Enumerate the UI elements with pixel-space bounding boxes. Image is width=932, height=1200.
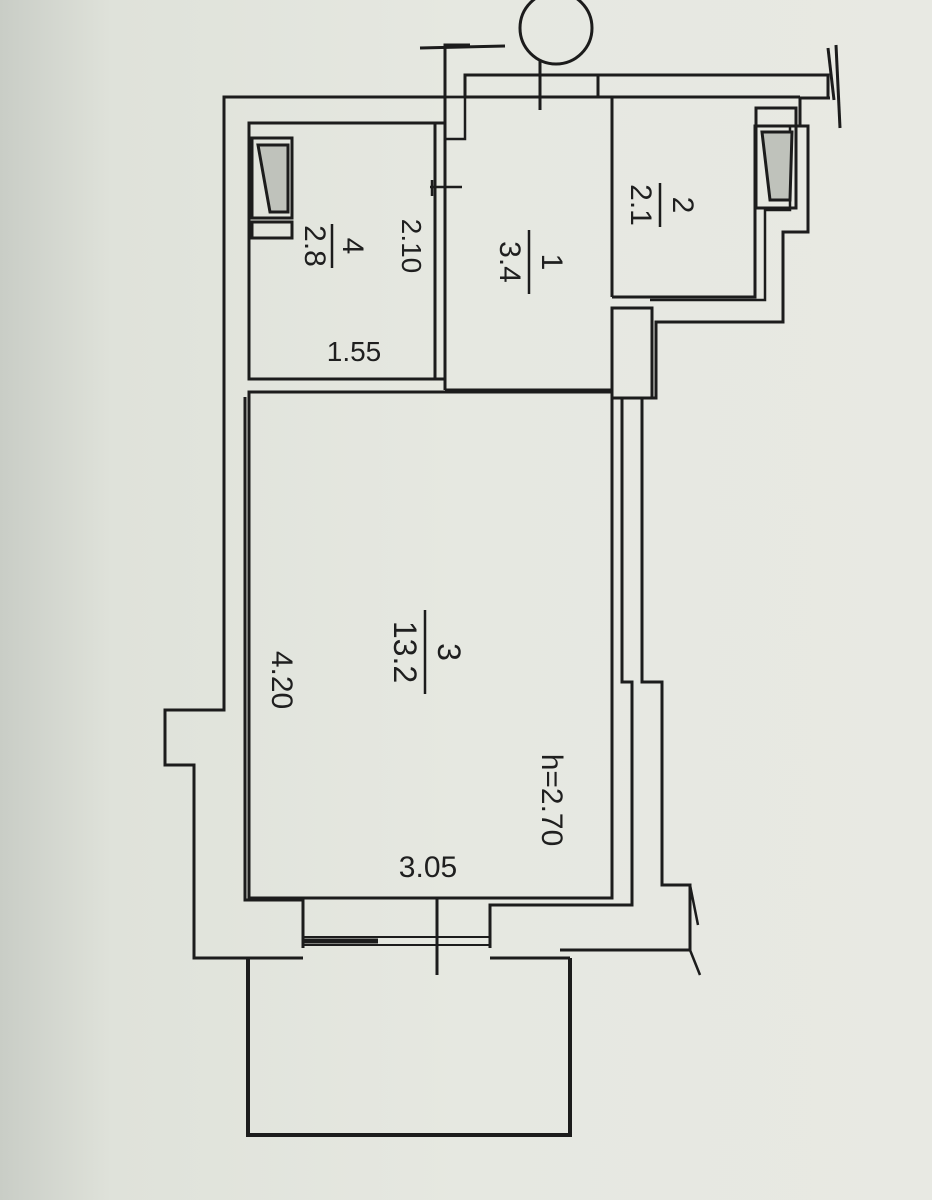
room-width-label: 3.05 — [399, 851, 457, 884]
room-4-area: 2.8 — [298, 225, 331, 267]
corridor-wall — [419, 43, 842, 129]
room-4-label: 4 2.8 — [298, 224, 369, 268]
window-icon — [250, 106, 798, 240]
room-2-number: 2 — [666, 197, 699, 214]
room-length-label: 4.20 — [265, 651, 298, 709]
bath-door-mark — [430, 95, 467, 196]
room-2-area: 2.1 — [624, 184, 657, 226]
outer-wall — [163, 95, 830, 960]
room-3-area: 13.2 — [387, 621, 423, 683]
balcony — [246, 956, 572, 1137]
room-4-outline — [247, 97, 447, 390]
room-1-number: 1 — [535, 254, 568, 271]
room-3-outline — [247, 390, 614, 900]
room-3-label: 3 13.2 — [387, 610, 467, 694]
hall-jamb — [610, 306, 654, 400]
shaft-walls — [650, 126, 792, 976]
room-4-number: 4 — [336, 238, 369, 255]
axis-circle-icon — [518, 0, 594, 66]
ceiling-height-label: h=2.70 — [535, 754, 568, 847]
room-1-label: 1 3.4 — [493, 230, 568, 294]
balcony-door — [303, 898, 490, 975]
bath-depth-label: 1.55 — [327, 336, 382, 367]
room-2-outline — [612, 95, 800, 299]
room-2-label: 2 2.1 — [624, 183, 699, 227]
bath-width-label: 2.10 — [396, 219, 427, 274]
room-1-outline — [445, 95, 614, 392]
room-3-number: 3 — [431, 643, 467, 661]
room-1-area: 3.4 — [493, 241, 526, 283]
